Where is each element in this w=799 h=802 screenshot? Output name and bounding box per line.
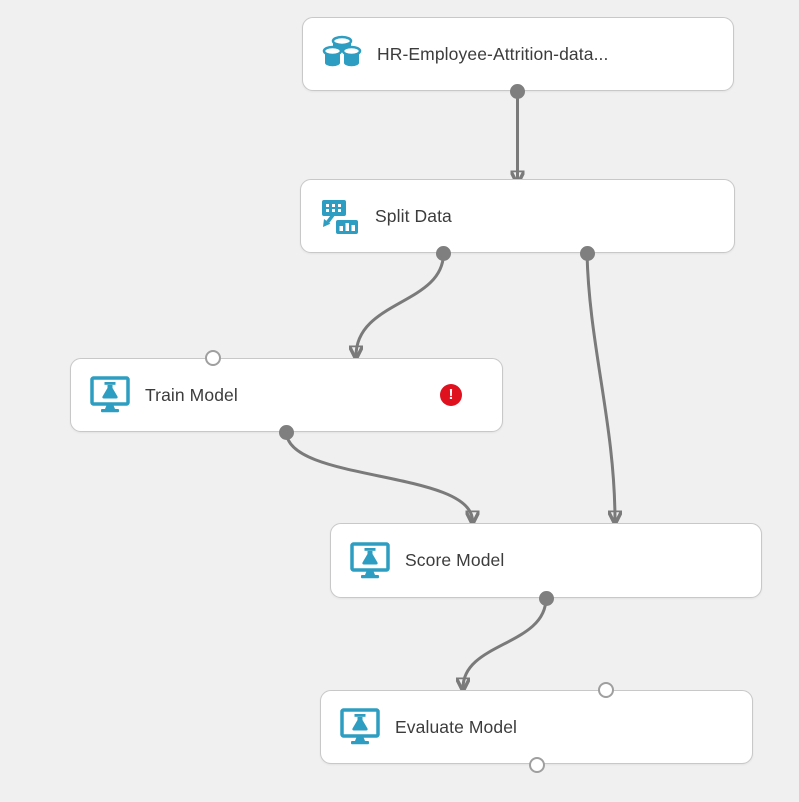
port-score-model-output[interactable]: [538, 590, 554, 606]
model-experiment-icon: [88, 373, 132, 417]
port-evaluate-model-input-2[interactable]: [598, 682, 614, 698]
connector-split-data-to-train-model[interactable]: [356, 252, 445, 356]
connector-train-model-to-score-model[interactable]: [285, 431, 473, 521]
node-dataset[interactable]: HR-Employee-Attrition-data...: [302, 17, 734, 91]
model-experiment-icon: [338, 705, 382, 749]
port-split-data-output-2[interactable]: [579, 245, 595, 261]
node-label: Split Data: [375, 205, 452, 226]
node-score-model[interactable]: Score Model: [330, 523, 762, 598]
node-label: Train Model: [145, 384, 238, 405]
node-evaluate-model[interactable]: Evaluate Model: [320, 690, 753, 764]
port-train-model-output[interactable]: [279, 424, 294, 440]
node-split-data[interactable]: Split Data: [300, 179, 735, 253]
model-experiment-icon: [348, 539, 392, 583]
port-evaluate-model-output[interactable]: [528, 756, 545, 773]
node-label: Score Model: [405, 550, 505, 570]
error-badge[interactable]: !: [440, 384, 462, 406]
connector-split-data-to-score-model[interactable]: [585, 252, 615, 521]
connector-score-model-to-evaluate-model[interactable]: [463, 597, 548, 688]
port-split-data-output-1[interactable]: [436, 245, 451, 261]
port-dataset-output[interactable]: [510, 84, 525, 99]
node-label: Evaluate Model: [395, 716, 518, 737]
database-icon: [320, 32, 364, 76]
split-data-icon: [318, 194, 362, 238]
node-label: HR-Employee-Attrition-data...: [377, 43, 609, 64]
port-train-model-input-1[interactable]: [205, 350, 221, 366]
node-train-model[interactable]: Train Model !: [70, 358, 503, 432]
